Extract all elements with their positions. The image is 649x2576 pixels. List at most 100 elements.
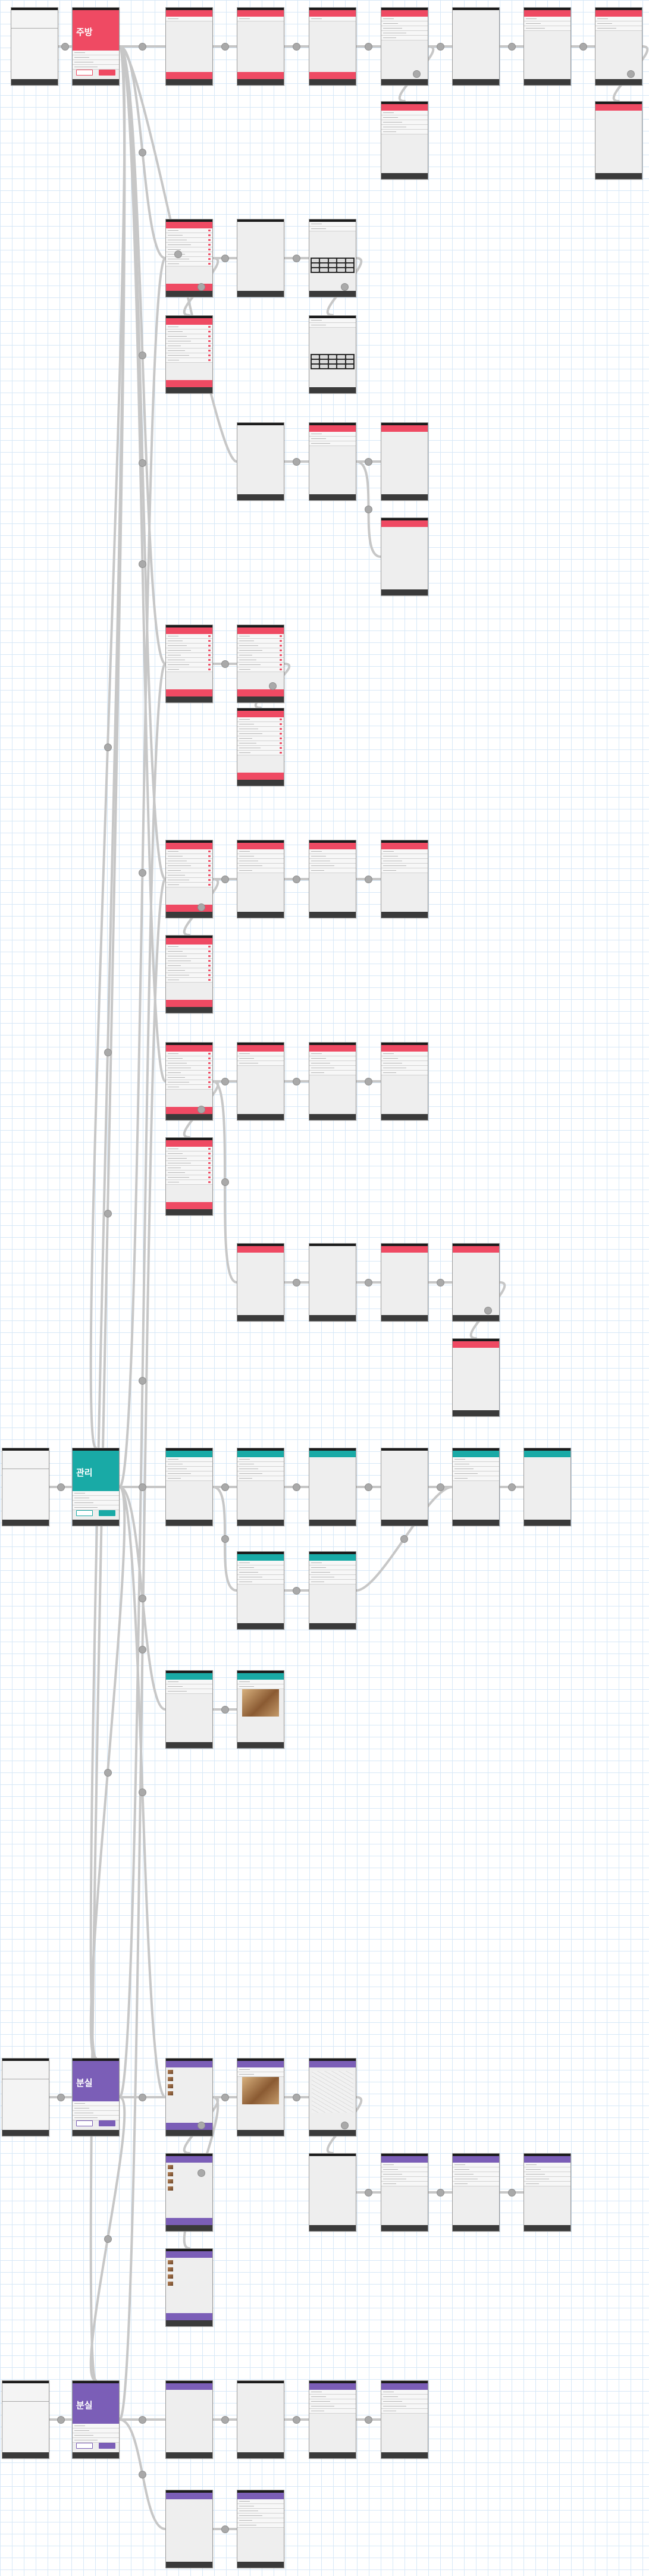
connector-node[interactable] — [139, 1788, 146, 1796]
phone-screen[interactable] — [595, 7, 642, 86]
connector-node[interactable] — [221, 1705, 229, 1714]
connector-node[interactable] — [400, 1535, 408, 1543]
phone-screen[interactable] — [237, 708, 284, 786]
bottom-action-bar[interactable] — [166, 2218, 212, 2225]
phone-screen[interactable] — [2, 2380, 49, 2459]
connector-node[interactable] — [293, 875, 300, 883]
connector-node[interactable] — [174, 250, 182, 258]
phone-screen[interactable] — [237, 7, 284, 86]
connector-node[interactable] — [221, 1178, 229, 1186]
connector-node[interactable] — [268, 682, 277, 690]
connector-node[interactable] — [139, 459, 146, 467]
connector-node[interactable] — [197, 283, 205, 291]
connector-node[interactable] — [293, 457, 300, 466]
connector-node[interactable] — [139, 560, 146, 568]
connector-node[interactable] — [139, 1594, 146, 1602]
connector-node[interactable] — [139, 1483, 146, 1491]
connector-node[interactable] — [139, 1376, 146, 1385]
bottom-action-bar[interactable] — [166, 1000, 212, 1007]
bottom-action-bar[interactable] — [166, 284, 212, 291]
phone-screen[interactable]: 분실 — [72, 2380, 120, 2459]
phone-screen[interactable] — [165, 935, 213, 1014]
connector-node[interactable] — [104, 1768, 112, 1777]
connector-node[interactable] — [221, 875, 229, 883]
connector-node[interactable] — [340, 2121, 349, 2129]
connector-node[interactable] — [436, 1278, 444, 1287]
phone-screen[interactable] — [309, 422, 356, 501]
bottom-action-bar[interactable] — [166, 905, 212, 912]
phone-screen[interactable] — [165, 7, 213, 86]
connector-node[interactable] — [197, 2121, 205, 2129]
phone-screen[interactable] — [309, 1243, 356, 1322]
connector-node[interactable] — [139, 148, 146, 156]
phone-screen[interactable] — [165, 1670, 213, 1749]
connector-node[interactable] — [626, 70, 635, 78]
connector-node[interactable] — [221, 660, 229, 668]
home-action-button[interactable] — [99, 2120, 115, 2126]
connector-node[interactable] — [365, 2415, 372, 2424]
connector-node[interactable] — [293, 1586, 300, 1595]
connector-node[interactable] — [365, 1077, 372, 1085]
connector-node[interactable] — [293, 1278, 300, 1287]
phone-screen[interactable] — [523, 7, 571, 86]
connector-node[interactable] — [57, 1483, 65, 1491]
phone-screen[interactable] — [309, 7, 356, 86]
phone-screen[interactable] — [381, 422, 428, 501]
connector-node[interactable] — [61, 42, 69, 51]
phone-screen[interactable] — [381, 517, 428, 596]
connector-node[interactable] — [507, 42, 516, 51]
phone-screen[interactable] — [237, 1042, 284, 1121]
connector-node[interactable] — [293, 1077, 300, 1085]
connector-node[interactable] — [436, 1483, 444, 1491]
phone-screen[interactable] — [165, 1448, 213, 1526]
connector-node[interactable] — [104, 1209, 112, 1218]
phone-screen[interactable] — [523, 1448, 571, 1526]
bottom-action-bar[interactable] — [166, 1202, 212, 1209]
phone-screen[interactable] — [237, 2380, 284, 2459]
connector-node[interactable] — [412, 70, 421, 78]
phone-screen[interactable] — [2, 2058, 49, 2136]
phone-screen[interactable] — [237, 1551, 284, 1630]
connector-node[interactable] — [139, 1645, 146, 1653]
phone-screen[interactable] — [452, 1243, 500, 1322]
connector-node[interactable] — [57, 2093, 65, 2101]
bottom-action-bar[interactable] — [166, 72, 212, 79]
bottom-action-bar[interactable] — [166, 689, 212, 696]
home-action-button[interactable] — [99, 70, 115, 76]
phone-screen[interactable] — [309, 2058, 356, 2136]
connector-node[interactable] — [365, 2188, 372, 2197]
connector-node[interactable] — [484, 1306, 492, 1314]
phone-screen[interactable] — [165, 2153, 213, 2232]
phone-screen[interactable] — [452, 1338, 500, 1417]
phone-screen[interactable] — [237, 1670, 284, 1749]
bottom-action-bar[interactable] — [166, 2123, 212, 2130]
connector-node[interactable] — [507, 2188, 516, 2197]
phone-screen[interactable] — [237, 840, 284, 918]
phone-screen[interactable] — [595, 101, 642, 180]
bottom-action-bar[interactable] — [237, 773, 284, 780]
phone-screen[interactable] — [381, 2153, 428, 2232]
phone-screen[interactable] — [237, 2490, 284, 2568]
connector-node[interactable] — [436, 2188, 444, 2197]
connector-node[interactable] — [293, 254, 300, 262]
connector-node[interactable] — [197, 2169, 205, 2177]
connector-node[interactable] — [139, 2470, 146, 2478]
connector-node[interactable] — [57, 2415, 65, 2424]
phone-screen[interactable] — [452, 1448, 500, 1526]
connector-node[interactable] — [139, 42, 146, 51]
connector-node[interactable] — [197, 903, 205, 911]
connector-node[interactable] — [365, 1278, 372, 1287]
phone-screen[interactable]: 관리 — [72, 1448, 120, 1526]
phone-screen[interactable]: 주방 — [72, 7, 120, 86]
connector-node[interactable] — [221, 42, 229, 51]
bottom-action-bar[interactable] — [237, 689, 284, 696]
phone-screen[interactable] — [309, 1042, 356, 1121]
connector-node[interactable] — [365, 875, 372, 883]
connector-node[interactable] — [365, 42, 372, 51]
connector-node[interactable] — [221, 1483, 229, 1491]
phone-screen[interactable] — [165, 1137, 213, 1216]
phone-screen[interactable] — [237, 219, 284, 297]
bottom-action-bar[interactable] — [309, 72, 356, 79]
phone-screen[interactable] — [237, 2058, 284, 2136]
connector-node[interactable] — [293, 42, 300, 51]
